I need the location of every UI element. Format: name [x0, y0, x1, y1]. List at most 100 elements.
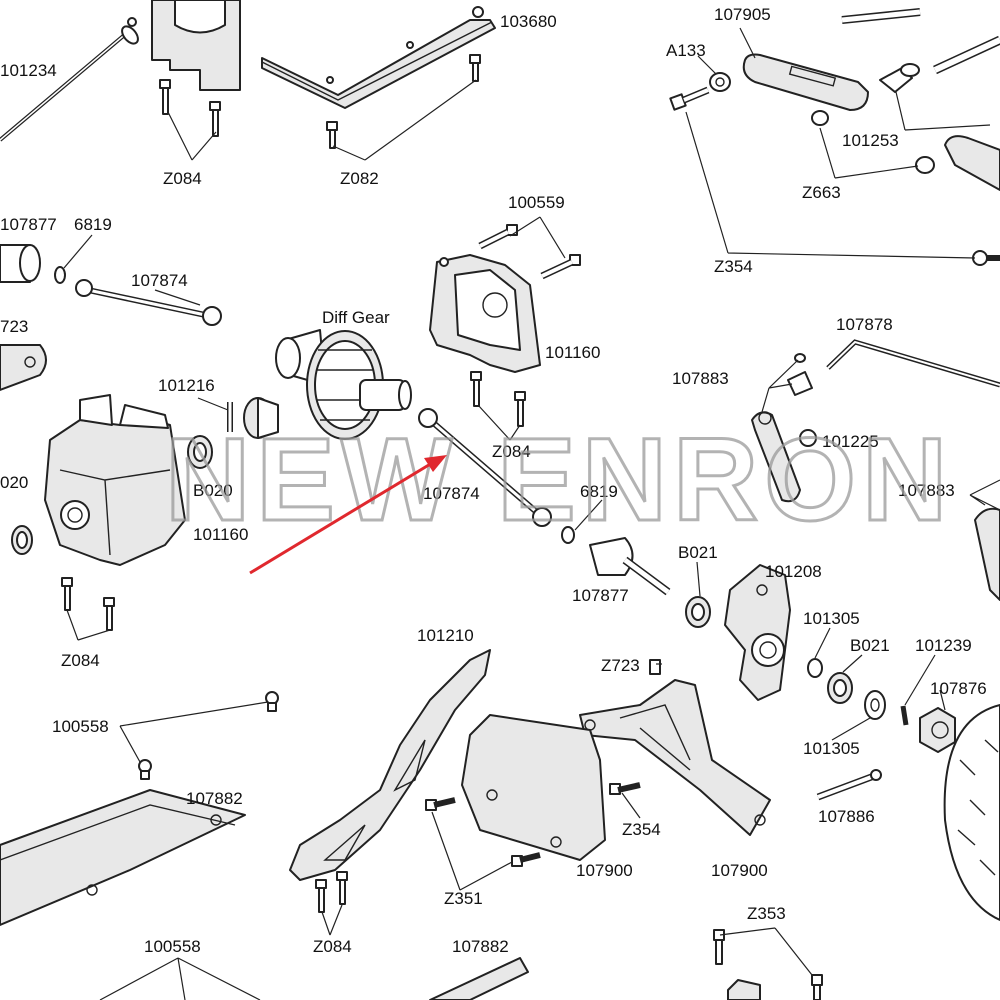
- bottom-part: [727, 979, 761, 1000]
- arm-left-723: [0, 344, 47, 391]
- washer-6819-mid: [561, 526, 575, 544]
- label-107883-top: 107883: [672, 369, 729, 388]
- screw-100559-b: [540, 254, 581, 280]
- label-107900-b: 107900: [711, 861, 768, 880]
- screw-z353-a: [713, 929, 725, 965]
- label-101253: 101253: [842, 131, 899, 150]
- label-z353: Z353: [747, 904, 786, 923]
- screw-top-right-a: [841, 8, 921, 24]
- dogbone-107874-middle: [418, 408, 552, 527]
- label-101305-a: 101305: [803, 609, 860, 628]
- diff-gear: [275, 329, 412, 440]
- wheel-edge: [943, 704, 1000, 921]
- label-101225: 101225: [822, 432, 879, 451]
- screw-z084-mid-b: [514, 391, 526, 427]
- label-107883-right: 107883: [898, 481, 955, 500]
- label-z084-left: Z084: [61, 651, 100, 670]
- washer-6819-left: [54, 266, 66, 284]
- label-020-left: 020: [0, 473, 28, 492]
- pivot-ball-101253: [879, 63, 920, 93]
- screw-100558-b: [138, 759, 152, 780]
- label-100558-a: 100558: [52, 717, 109, 736]
- screw-top-right-b: [933, 35, 1000, 75]
- chassis-brace-103680: [261, 6, 496, 109]
- label-107886: 107886: [818, 807, 875, 826]
- screw-z354-top: [669, 86, 710, 111]
- driveshaft-101234: [0, 17, 139, 142]
- label-b020: B020: [193, 481, 233, 500]
- nut-z663-a: [811, 110, 829, 126]
- screw-z084-left-b: [103, 597, 115, 631]
- label-6819-mid: 6819: [580, 482, 618, 501]
- label-z354-top: Z354: [714, 257, 753, 276]
- pinion-101216: [227, 397, 279, 439]
- label-101234: 101234: [0, 61, 57, 80]
- screw-z084-left-a: [61, 577, 73, 611]
- outdrive-107877-left: [0, 244, 41, 283]
- dogbone-107874-upper: [75, 279, 222, 326]
- bearing-b020-a: [187, 435, 213, 469]
- label-b021-b: B021: [850, 636, 890, 655]
- screw-z084-top-a: [159, 79, 171, 115]
- label-z663: Z663: [802, 183, 841, 202]
- outdrive-107877-mid: [589, 537, 671, 596]
- screw-z084-mid-a: [470, 371, 482, 407]
- label-z351: Z351: [444, 889, 483, 908]
- bearing-b021-b: [827, 672, 853, 704]
- label-100559: 100559: [508, 193, 565, 212]
- hinge-pin-107886: [816, 769, 882, 801]
- label-723-left: 723: [0, 317, 28, 336]
- label-100558-b: 100558: [144, 937, 201, 956]
- screw-z354-right: [972, 250, 1000, 266]
- bushing-a133: [709, 72, 731, 92]
- label-101160-lower: 101160: [193, 525, 248, 544]
- label-diff-gear: Diff Gear: [322, 308, 390, 327]
- label-107900-a: 107900: [576, 861, 633, 880]
- screw-z082-a: [469, 54, 481, 82]
- label-107877-mid: 107877: [572, 586, 629, 605]
- chassis-rail-107882-b: [429, 957, 529, 1000]
- leader-lines: [63, 27, 1000, 1000]
- label-6819-left: 6819: [74, 215, 112, 234]
- screw-z082-b: [326, 121, 338, 149]
- watermark-new-enron: NEW ENRON: [165, 414, 953, 546]
- label-z082: Z082: [340, 169, 379, 188]
- spacer-101305-a: [807, 658, 823, 678]
- label-b021-a: B021: [678, 543, 718, 562]
- label-107874-upper: 107874: [131, 271, 188, 290]
- label-z084-bottom: Z084: [313, 937, 352, 956]
- wheel-hex-107876: [919, 707, 956, 753]
- screw-z351-b: [511, 852, 541, 867]
- label-101208: 101208: [765, 562, 822, 581]
- label-107874-middle: 107874: [423, 484, 480, 503]
- bearing-b020-b: [11, 525, 33, 555]
- link-107905: [742, 53, 869, 111]
- arm-cover-107900: [461, 714, 606, 861]
- label-107882-b: 107882: [452, 937, 509, 956]
- label-107882-a: 107882: [186, 789, 243, 808]
- screw-z353-b: [811, 974, 823, 1000]
- label-z084-mid: Z084: [492, 442, 531, 461]
- screw-z084-top-b: [209, 101, 221, 137]
- label-107878: 107878: [836, 315, 893, 334]
- label-101216: 101216: [158, 376, 215, 395]
- chassis-rail-107882-a: [0, 789, 246, 926]
- part-labels: 101234 103680 107905 A133 Z084 Z082 1012…: [0, 5, 987, 956]
- pin-101239: [900, 705, 909, 726]
- label-z084-top: Z084: [163, 169, 202, 188]
- label-101210: 101210: [417, 626, 474, 645]
- spacer-101305-b: [864, 690, 886, 720]
- ball-end-107883-a: [787, 353, 813, 396]
- label-a133: A133: [666, 41, 706, 60]
- screw-z354-mid: [609, 782, 641, 795]
- brace-101210: [289, 649, 491, 881]
- label-101160-upper: 101160: [545, 343, 600, 362]
- nut-z663-b: [915, 156, 935, 174]
- bearing-b021-a: [685, 596, 711, 628]
- label-107876: 107876: [930, 679, 987, 698]
- screw-z084-bot-b: [336, 871, 348, 905]
- screw-z351-a: [425, 797, 456, 811]
- link-right-edge: [944, 135, 1000, 191]
- ball-101225: [799, 429, 817, 447]
